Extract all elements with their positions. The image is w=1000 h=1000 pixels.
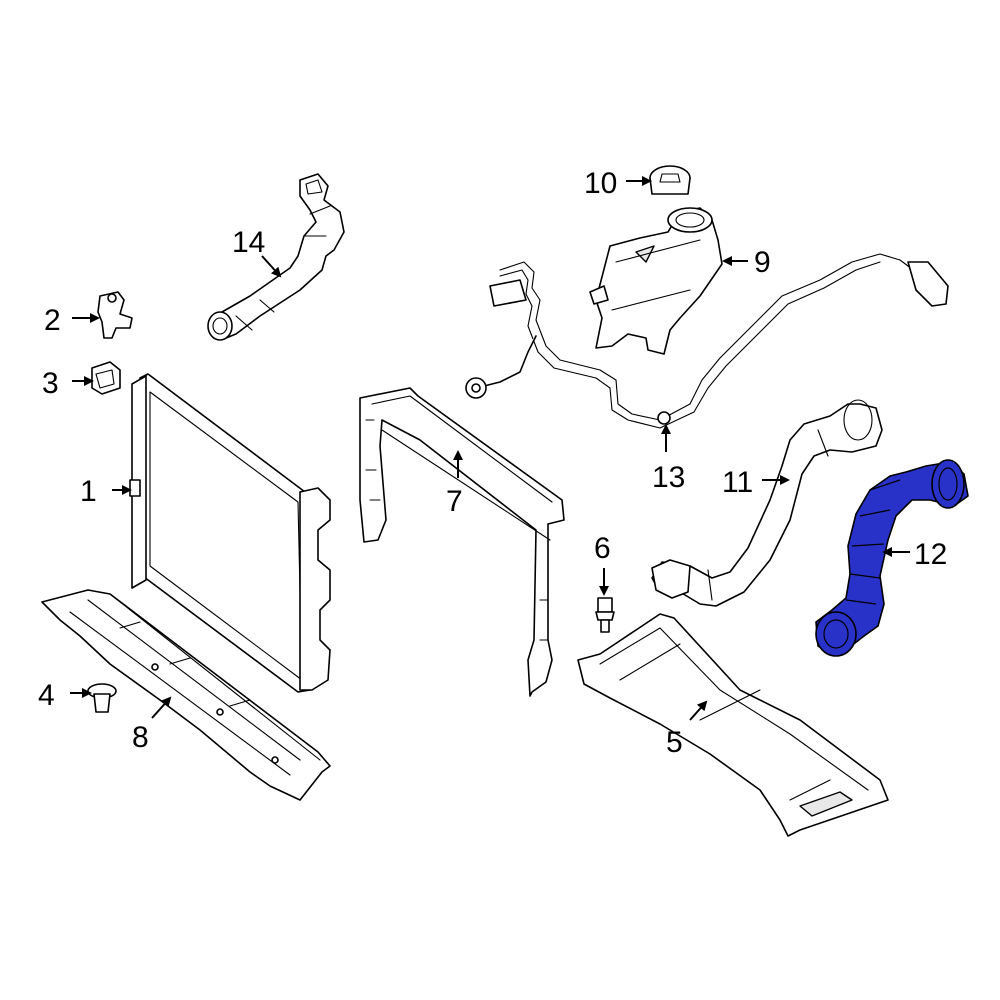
callout-11: 11: [722, 466, 753, 499]
air-deflector-right: [577, 613, 889, 837]
callout-2: 2: [44, 304, 61, 337]
air-deflector-left: [41, 589, 331, 801]
push-clip: [87, 683, 117, 713]
clamp: [97, 291, 133, 339]
leader-8: [151, 696, 172, 719]
callout-12: 12: [914, 538, 947, 571]
callout-14: 14: [232, 226, 265, 259]
expansion-tank-cap: [649, 165, 691, 195]
mount-bracket: [91, 361, 121, 395]
callout-10: 10: [584, 167, 617, 200]
leader-5: [689, 700, 708, 721]
callout-4: 4: [38, 679, 55, 712]
callout-13: 13: [652, 461, 685, 494]
radiator-hose-highlighted: [815, 459, 969, 657]
vent-hose-line: [465, 253, 949, 429]
callout-6: 6: [594, 532, 611, 565]
lower-hose: [651, 399, 883, 607]
bolt: [595, 597, 615, 633]
leader-lines: [70, 176, 910, 721]
callout-3: 3: [42, 367, 59, 400]
upper-hose: [207, 173, 345, 341]
radiator: [129, 373, 331, 693]
expansion-tank: [589, 207, 723, 355]
callout-7: 7: [446, 485, 463, 518]
callout-9: 9: [754, 246, 771, 279]
callout-5: 5: [666, 726, 683, 759]
callout-8: 8: [132, 721, 149, 754]
callout-1: 1: [80, 475, 97, 508]
radiator-frame: [359, 387, 565, 697]
leader-14: [261, 255, 282, 278]
callout-labels: 1 2 3 4 5 6 7 8 9 10 11 12 13 14: [38, 167, 947, 759]
